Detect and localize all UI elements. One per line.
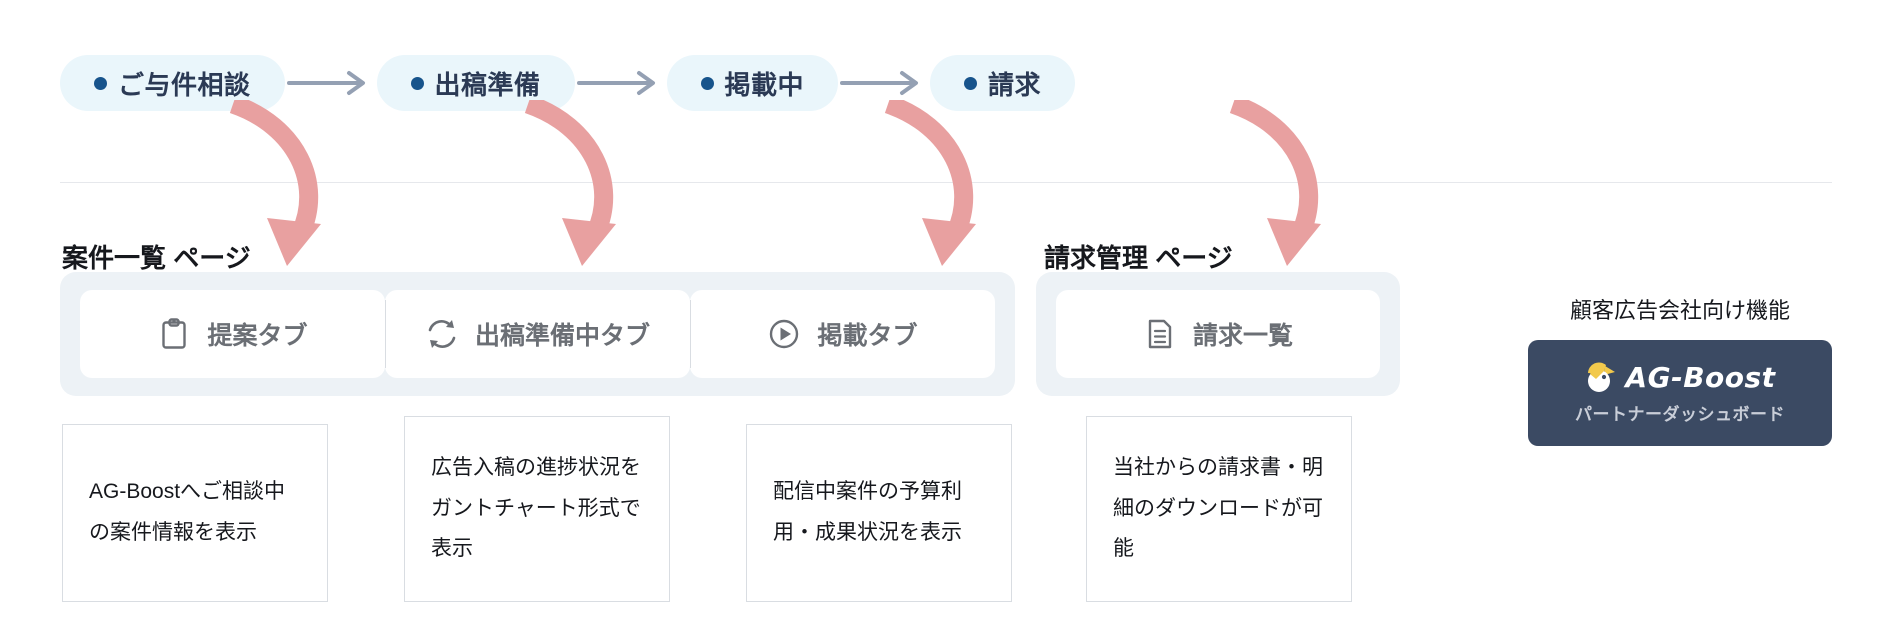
stage-pill-2[interactable]: 出稿準備 [376,55,575,111]
tab-group-billing: 請求一覧 [1036,272,1400,396]
promo-wordmark: AG-Boost [1625,361,1776,394]
stage-pill-3[interactable]: 掲載中 [666,55,839,111]
curved-down-arrow-3 [884,100,976,266]
section-divider [60,182,1832,183]
promo-logo-row: AG-Boost [1584,361,1775,394]
bullet-dot-icon [700,76,714,90]
tab-group-case-list: 提案タブ 出稿準備中タブ 掲載タブ [60,272,1015,396]
sync-refresh-icon [428,320,456,348]
stage-pill-2-label: 出稿準備 [434,69,541,100]
bullet-dot-icon [964,76,978,90]
tab-prep-label: 出稿準備中タブ [474,322,650,350]
promo-card-ag-boost[interactable]: AG-Boost パートナーダッシュボード [1528,340,1832,446]
tab-invoice-list[interactable]: 請求一覧 [1056,290,1380,378]
tab-prep[interactable]: 出稿準備中タブ [385,290,690,378]
group-title-billing: 請求管理 ページ [1044,243,1233,273]
promo-subtitle: パートナーダッシュボード [1575,405,1785,424]
description-box-prep: 広告入稿の進捗状況をガントチャート形式で表示 [404,416,670,602]
description-box-proposal: AG-Boostへご相談中の案件情報を表示 [62,424,328,602]
stage-pill-1[interactable]: ご与件相談 [60,55,285,111]
document-lines-icon [1148,319,1172,349]
stage-pill-3-label: 掲載中 [724,69,805,100]
curved-down-arrow-2 [524,100,616,266]
bullet-dot-icon [410,76,424,90]
tab-proposal-label: 提案タブ [207,322,308,350]
stage-pill-4[interactable]: 請求 [930,55,1076,111]
stage-pill-1-label: ご与件相談 [118,69,251,100]
description-text: 広告入稿の進捗状況をガントチャート形式で表示 [431,455,641,561]
stage-flow-row: ご与件相談 出稿準備 掲載中 請求 [60,55,1076,111]
bullet-dot-icon [94,76,107,90]
arrow-right-icon [576,71,655,95]
description-box-running: 配信中案件の予算利用・成果状況を表示 [746,424,1012,602]
ag-boost-bird-logo-icon [1588,361,1616,392]
description-text: 当社からの請求書・明細のダウンロードが可能 [1113,455,1323,561]
stage-pill-4-label: 請求 [988,69,1042,100]
arrow-right-icon [286,71,365,95]
group-title-case-list: 案件一覧 ページ [62,243,251,273]
description-text: AG-Boostへご相談中の案件情報を表示 [89,480,286,544]
description-box-billing: 当社からの請求書・明細のダウンロードが可能 [1086,416,1352,602]
tab-proposal[interactable]: 提案タブ [80,290,385,378]
tab-running-label: 掲載タブ [817,322,918,350]
curved-down-arrow-4 [1229,100,1321,266]
tab-running[interactable]: 掲載タブ [690,290,995,378]
tab-invoice-list-label: 請求一覧 [1192,322,1293,350]
clipboard-icon [162,318,187,349]
description-text: 配信中案件の予算利用・成果状況を表示 [773,480,962,544]
play-circle-icon [770,319,799,349]
arrow-right-icon [840,71,919,95]
promo-caption: 顧客広告会社向け機能 [1569,298,1790,323]
